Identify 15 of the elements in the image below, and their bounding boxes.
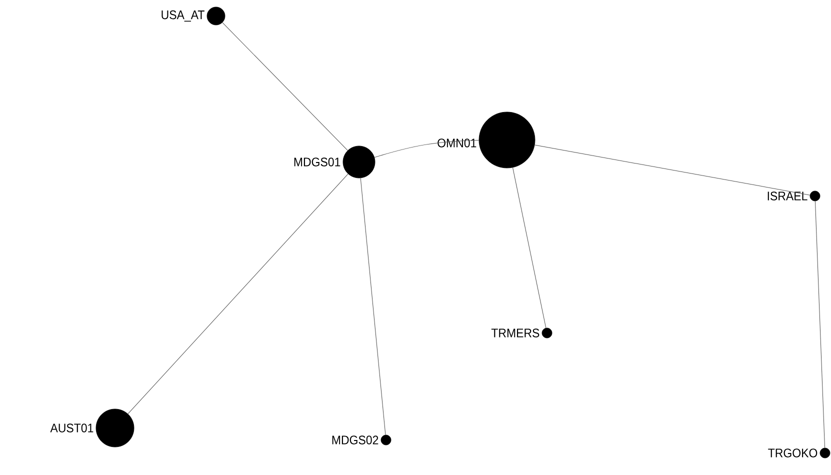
node-label: MDGS01 [294,158,340,166]
connector-line [374,140,480,158]
connector-line [360,178,386,436]
connector-line [814,200,826,448]
node-label: TRGOKO [768,448,818,458]
connector-line [222,22,348,151]
connector-line [128,174,348,414]
connector-line [512,167,546,328]
node-label: USA_AT [162,10,204,22]
node-label: OMN01 [438,138,476,148]
connector-line [534,144,810,196]
node-label: MDGS02 [332,436,378,444]
node-label: ISRAEL [768,192,808,200]
node-label: AUST01 [50,424,94,432]
node-label: TRMERS [491,328,540,338]
